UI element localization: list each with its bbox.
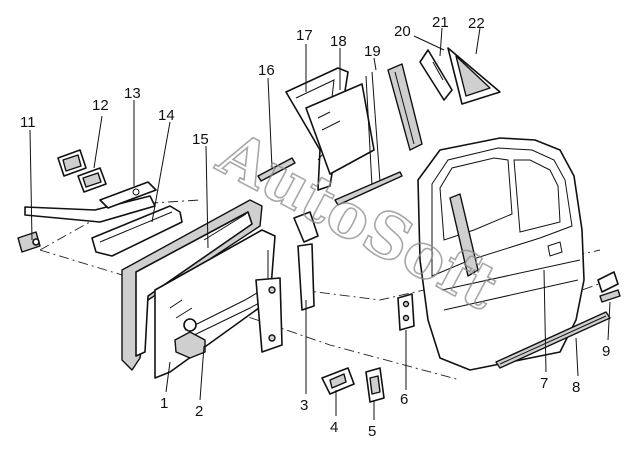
callout-7: 7	[540, 375, 548, 392]
callout-9: 9	[602, 343, 610, 360]
part-3-glass-run	[293, 211, 319, 311]
callout-17: 17	[296, 27, 313, 44]
part-4-door-check	[321, 367, 355, 395]
part-19-rear-channel	[334, 71, 403, 206]
callout-16: 16	[258, 62, 275, 79]
part-14-armrest	[91, 205, 183, 257]
callout-2: 2	[195, 403, 203, 420]
callout-12: 12	[92, 97, 109, 114]
callout-4: 4	[330, 419, 338, 436]
callout-11: 11	[20, 114, 36, 131]
part-18-quarter-glass	[305, 83, 375, 175]
callout-21: 21	[432, 14, 449, 31]
callout-5: 5	[368, 423, 376, 440]
part-15-trim-panel	[121, 199, 263, 371]
callout-20: 20	[394, 23, 411, 40]
callout-22: 22	[468, 15, 485, 32]
callout-1: 1	[160, 395, 168, 412]
part-2-window-regulator	[174, 250, 283, 359]
part-6-hinge	[397, 293, 415, 331]
callout-labels: 11 12 13 14 15 16 17 18 19 20 21 22 1 2 …	[20, 14, 610, 440]
callout-13: 13	[124, 85, 141, 102]
part-5-striker	[365, 367, 385, 403]
part-8-side-moulding	[495, 311, 611, 369]
part-12-handle-bezel	[57, 149, 107, 193]
callout-15: 15	[192, 131, 209, 148]
part-16-belt-strip	[257, 157, 296, 182]
callout-18: 18	[330, 33, 347, 50]
part-7-door-shell	[417, 137, 585, 371]
callout-8: 8	[572, 379, 580, 396]
part-22-quarter-window	[447, 47, 501, 105]
callout-14: 14	[158, 107, 175, 124]
callout-6: 6	[400, 391, 408, 408]
part-11-bracket	[17, 231, 41, 253]
part-9-outer-handle	[597, 271, 621, 303]
callout-19: 19	[364, 43, 381, 60]
leader-lines	[29, 27, 611, 420]
callout-3: 3	[300, 397, 308, 414]
part-20-seal-strip	[387, 63, 423, 151]
part-21-fixed-glass	[419, 49, 453, 101]
